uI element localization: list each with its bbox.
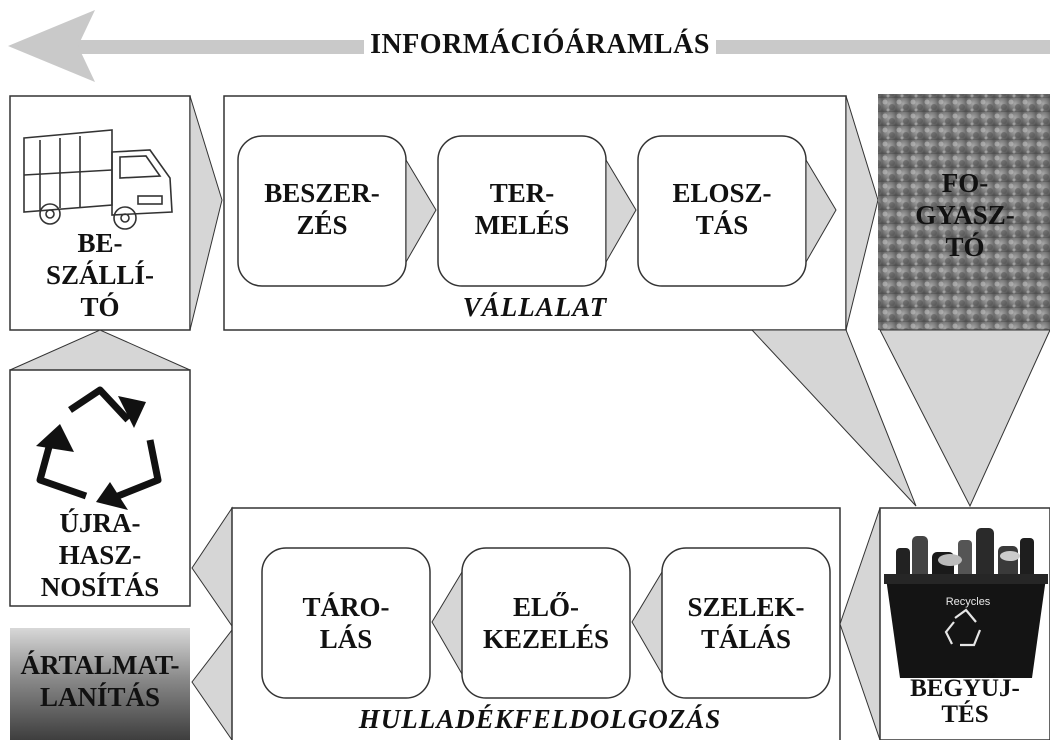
truck-icon (23, 129, 173, 230)
recycle-icon (36, 386, 162, 510)
supplier-box (9, 95, 223, 331)
waste-processing-label: HULLADÉKFELDOLGOZÁS (358, 704, 722, 734)
disposal-photo (10, 628, 190, 740)
step-storage: TÁRO- LÁS (302, 592, 390, 654)
information-flow-label: INFORMÁCIÓÁRAMLÁS (330, 28, 750, 62)
supplier-label: BE- SZÁLLÍ- TÓ (45, 228, 155, 322)
bin-text: Recycles (945, 596, 991, 608)
consumer-photo (878, 94, 1050, 330)
step-distribution: ELOSZ- TÁS (672, 178, 772, 240)
recycling-label: ÚJRA- HASZ- NOSÍTÁS (40, 508, 160, 602)
recycle-bin-icon (884, 528, 1048, 678)
step-pretreatment: ELŐ- KEZELÉS (482, 592, 610, 654)
collection-funnels (750, 329, 1050, 508)
top-step-boxes (237, 135, 837, 287)
step-sorting: SZELEK- TÁLÁS (687, 592, 805, 654)
collection-to-waste-arrow (839, 507, 881, 740)
company-label: VÁLLALAT (462, 292, 608, 322)
recycle-to-supplier-arrow (9, 329, 191, 371)
step-purchasing: BESZER- ZÉS (264, 178, 380, 240)
waste-processing-box (231, 507, 841, 740)
consumer-label: FO- GYASZ- TÓ (915, 168, 1015, 262)
collection-label: BEGYŰJ- TÉS (910, 675, 1020, 729)
disposal-label: ÁRTALMAT- LANÍTÁS (20, 650, 180, 712)
collection-box (879, 507, 1050, 740)
waste-to-recycling-arrow (191, 506, 233, 628)
step-production: TER- MELÉS (474, 178, 570, 240)
information-flow-text: INFORMÁCIÓÁRAMLÁS (364, 28, 716, 62)
waste-to-disposal-arrow (191, 628, 233, 740)
recycling-box (9, 369, 191, 607)
